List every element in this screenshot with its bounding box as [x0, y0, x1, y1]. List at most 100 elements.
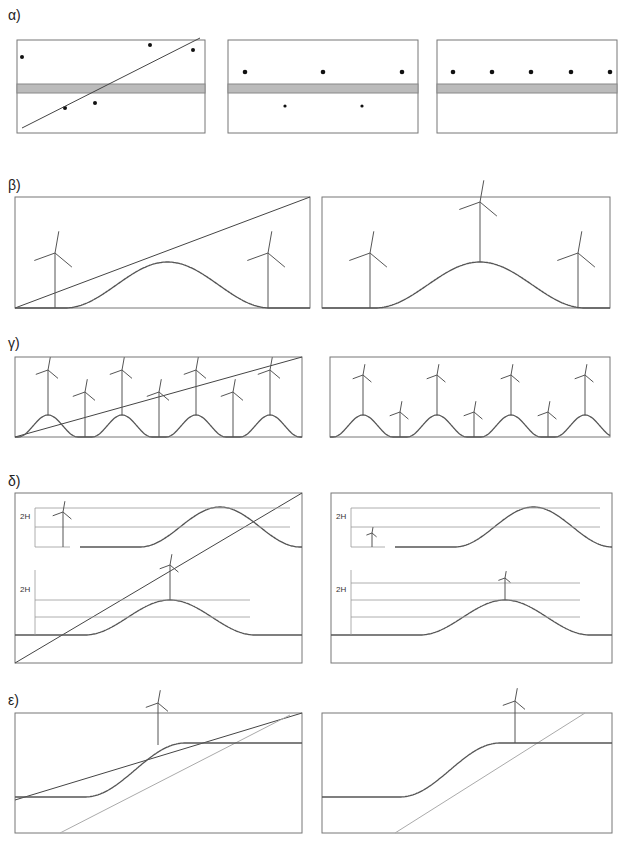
- height-guide: [35, 508, 290, 509]
- turbine-blade: [146, 703, 158, 707]
- turbine-blade: [511, 364, 513, 375]
- turbine-tower: [372, 533, 373, 547]
- turbine-blade: [548, 401, 550, 412]
- height-guide: [351, 617, 580, 618]
- escarpment-profile: [322, 743, 612, 797]
- turbine-blade: [55, 253, 72, 267]
- turbine-tower: [158, 703, 159, 745]
- height-label: 2H: [19, 513, 31, 521]
- turbine-tower: [85, 392, 86, 437]
- turbine-blade: [53, 512, 63, 516]
- turbine-blade: [158, 703, 168, 711]
- turbine-tower: [270, 370, 271, 415]
- turbine-blade: [196, 357, 198, 370]
- turbine-blade: [122, 357, 124, 370]
- turbine-blade: [85, 379, 87, 392]
- turbine-blade: [196, 370, 206, 378]
- hill-profile: [15, 600, 302, 635]
- panel-letter: γ): [8, 336, 20, 350]
- turbine-blade: [247, 253, 268, 261]
- panel-frames: [15, 40, 617, 833]
- turbine-tower: [55, 253, 56, 308]
- turbine-blade: [575, 375, 585, 379]
- turbine-tower: [548, 412, 549, 437]
- height-guide: [351, 583, 580, 584]
- turbine-blade: [160, 565, 170, 569]
- turbine-blade: [36, 370, 48, 374]
- turbine-tower: [480, 202, 481, 262]
- panel-letter: ε): [8, 693, 19, 707]
- turbine-blade: [480, 180, 484, 202]
- turbine-tower: [63, 512, 64, 547]
- turbine-blade: [503, 701, 515, 705]
- turbine-blade: [437, 375, 445, 382]
- turbine-blade: [501, 375, 511, 379]
- turbine-blade: [48, 370, 58, 378]
- turbine-blade: [158, 690, 160, 703]
- turbine-blade: [159, 392, 169, 400]
- turbine-blade: [400, 412, 408, 419]
- height-guide: [351, 547, 385, 548]
- turbine-tower: [437, 375, 438, 415]
- turbine-blade: [270, 370, 280, 378]
- turbine-blade: [370, 231, 374, 253]
- height-bar: [35, 508, 36, 547]
- hill-profile: [15, 262, 310, 308]
- panel-letter: δ): [8, 474, 20, 488]
- turbine-tower: [159, 392, 160, 437]
- height-guide: [351, 600, 580, 601]
- turbine-blade: [170, 565, 178, 572]
- turbine-blade: [34, 253, 55, 261]
- turbine-blade: [474, 412, 482, 419]
- turbine-blade: [400, 401, 402, 412]
- height-guide: [351, 527, 600, 528]
- turbine-blade: [372, 527, 373, 533]
- turbine-blade: [498, 578, 505, 580]
- turbine-tower: [196, 370, 197, 415]
- height-guide: [35, 600, 250, 601]
- turbine-blade: [557, 253, 578, 261]
- turbine-blade: [511, 375, 519, 382]
- tangent-lines: [60, 713, 585, 833]
- turbine-blade: [505, 578, 510, 583]
- height-guide: [35, 617, 250, 618]
- turbine-blade: [474, 401, 476, 412]
- turbine-blade: [366, 533, 372, 535]
- turbine-blade: [437, 364, 439, 375]
- turbine-blade: [353, 375, 363, 379]
- turbine-dots: [20, 43, 612, 110]
- turbine-blade: [515, 701, 525, 709]
- hill-profile: [331, 600, 612, 635]
- turbine-blade: [370, 253, 387, 267]
- turbine-blade: [63, 501, 65, 512]
- turbine-blade: [459, 202, 480, 210]
- turbine-blade: [363, 375, 371, 382]
- turbine-tower: [578, 253, 579, 308]
- height-guide: [35, 527, 290, 528]
- turbine-blade: [548, 412, 556, 419]
- turbine-blade: [159, 379, 161, 392]
- turbine-blade: [480, 202, 497, 216]
- turbine-tower: [233, 392, 234, 437]
- turbine-blade: [233, 379, 235, 392]
- turbine-blade: [122, 370, 132, 378]
- turbine-blade: [505, 571, 506, 578]
- height-label: 2H: [19, 586, 31, 594]
- turbine-blade: [110, 370, 122, 374]
- turbine-blade: [578, 231, 582, 253]
- turbine-blade: [221, 392, 233, 396]
- turbine-blade: [515, 688, 517, 701]
- height-guide: [35, 547, 70, 548]
- turbine-blade: [184, 370, 196, 374]
- turbine-blade: [585, 375, 593, 382]
- turbine-blade: [390, 412, 400, 416]
- turbine-blade: [270, 357, 272, 370]
- height-bar: [351, 570, 352, 635]
- turbine-tower: [170, 565, 171, 600]
- panel-letter: α): [8, 8, 21, 22]
- turbine-blade: [55, 231, 59, 253]
- turbine-blade: [63, 512, 71, 519]
- turbine-tower: [474, 412, 475, 437]
